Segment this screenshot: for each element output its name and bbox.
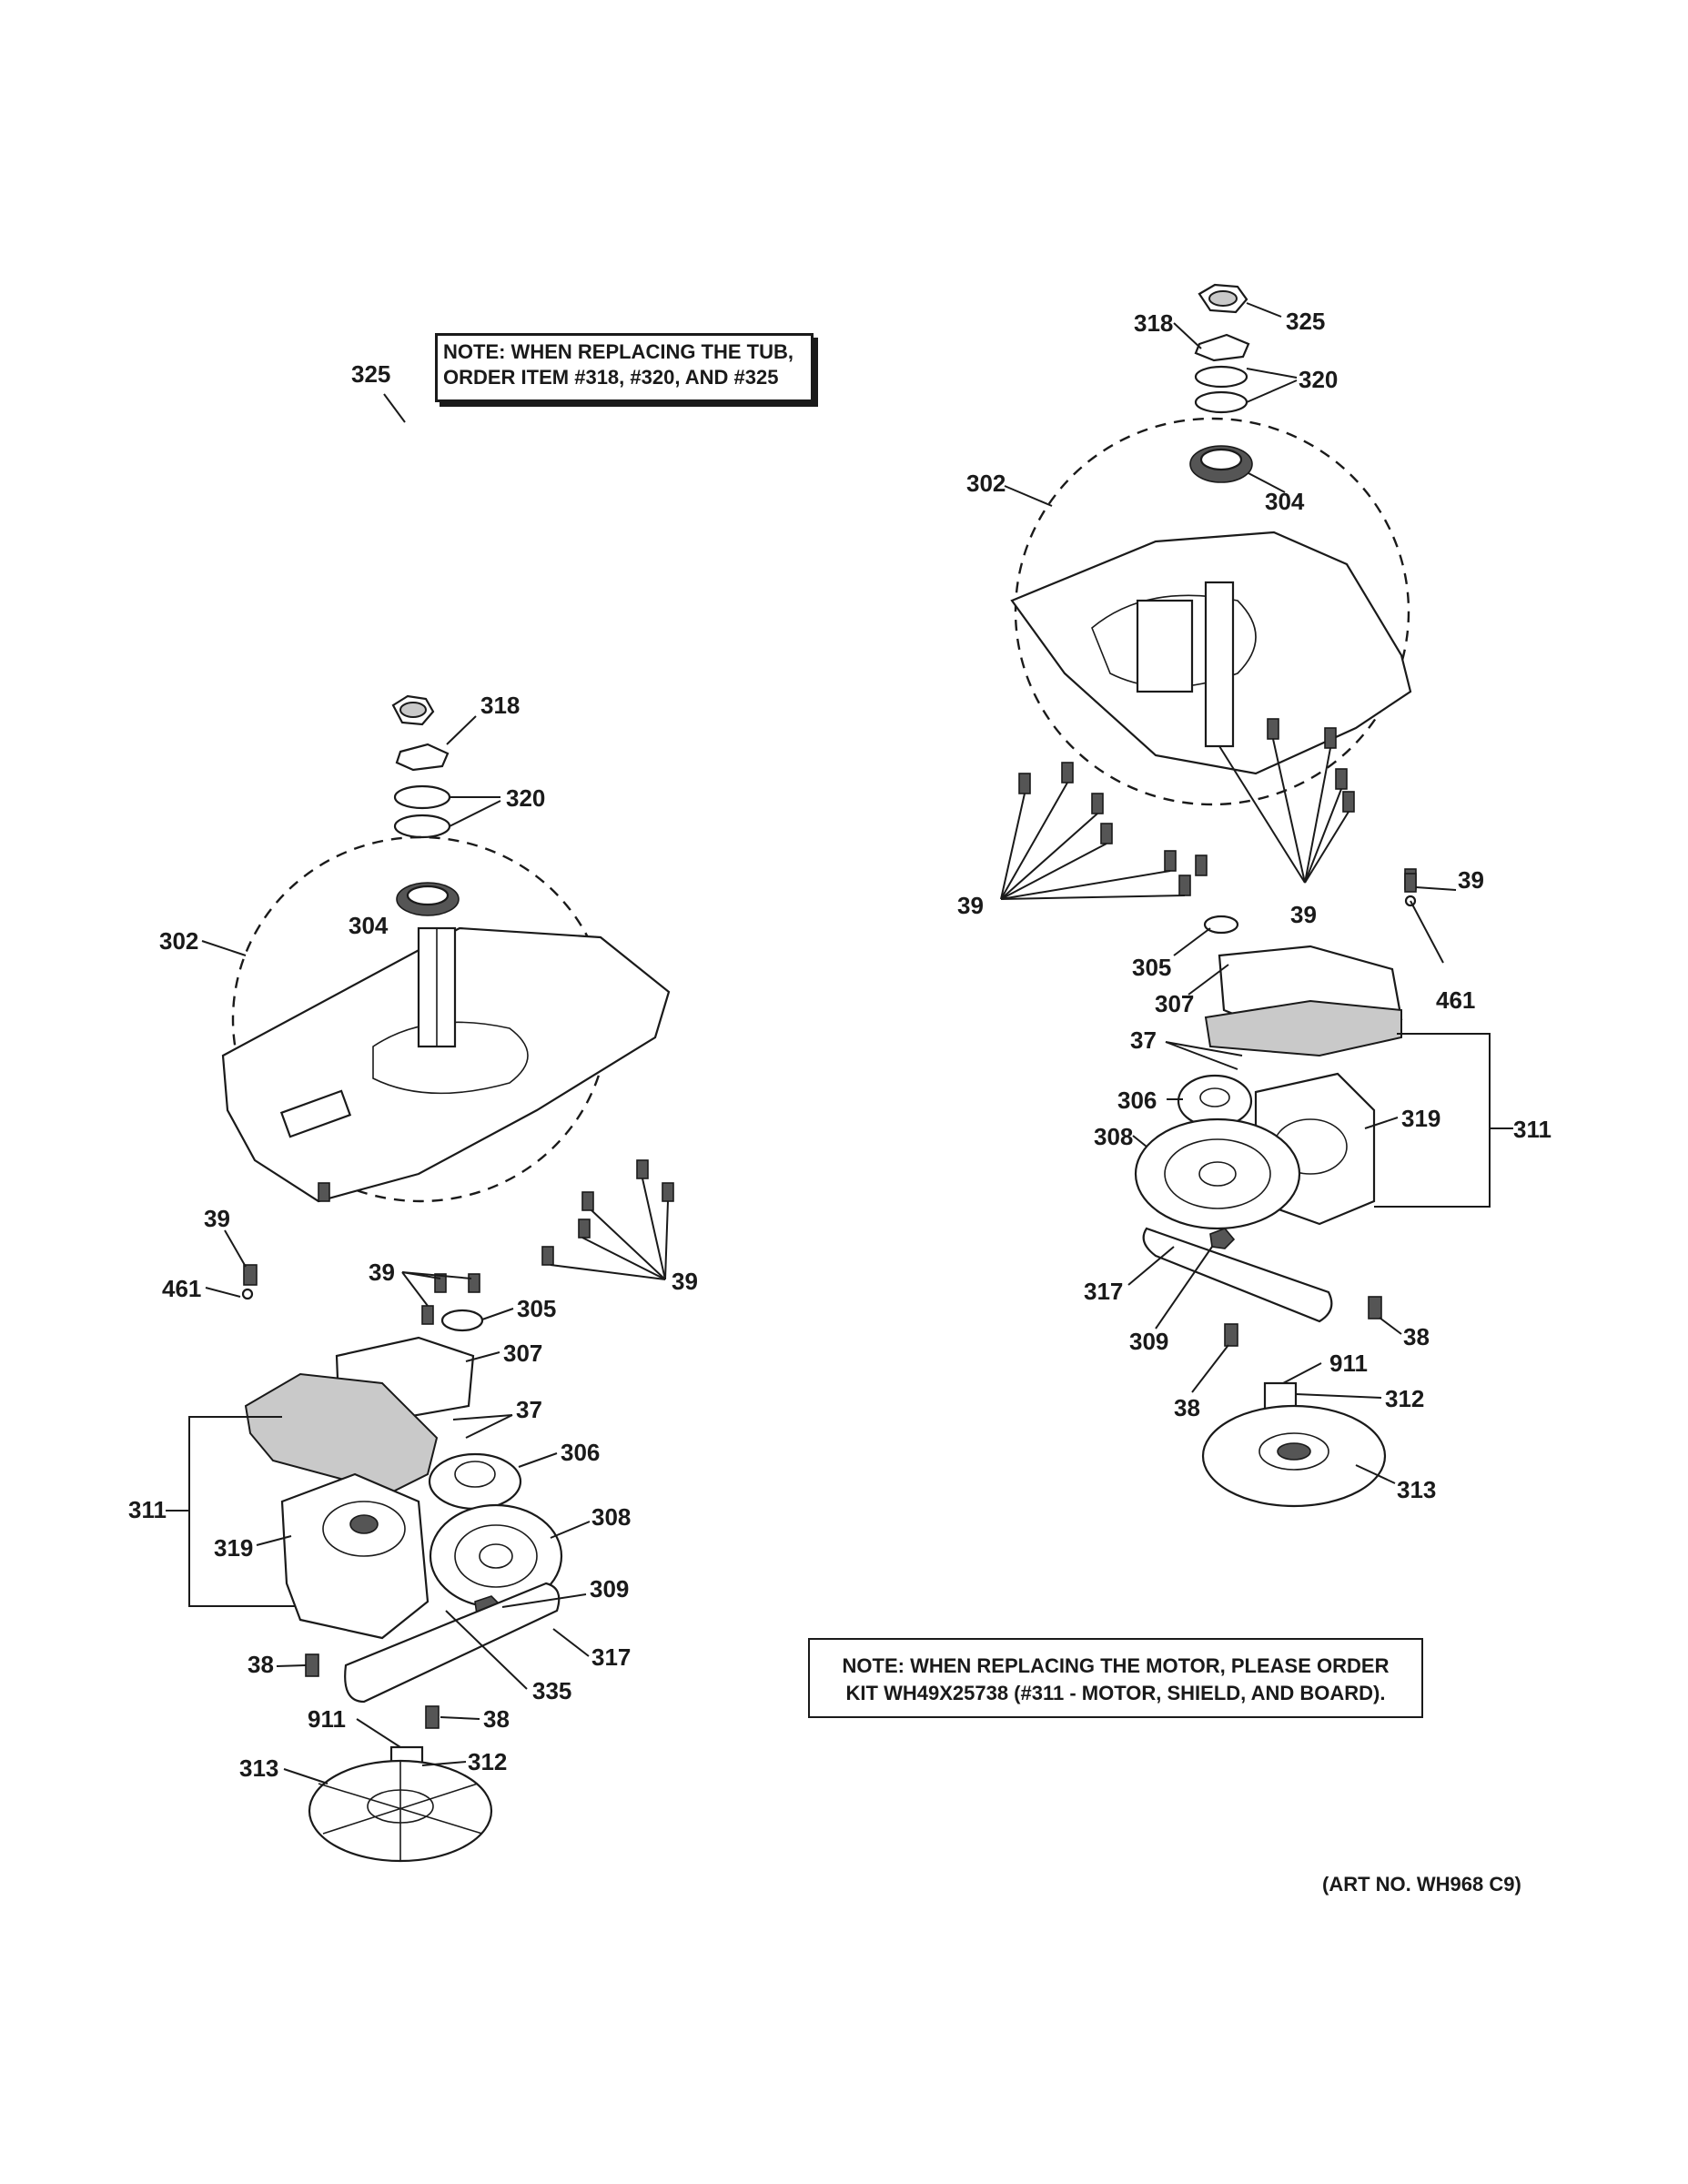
left-callout-320: 320 [506, 784, 545, 812]
right-callout-39: 39 [957, 892, 984, 919]
left-screw-38 [425, 1705, 440, 1729]
left-screw [241, 1264, 258, 1300]
right-callout-304: 304 [1265, 488, 1305, 515]
left-callout-318: 318 [480, 692, 520, 719]
right-callout-308: 308 [1094, 1123, 1133, 1150]
right-part-318-washer [1194, 333, 1250, 362]
right-callout-302: 302 [966, 470, 1006, 497]
right-callout-307: 307 [1155, 990, 1194, 1017]
right-callout-38: 38 [1403, 1323, 1430, 1350]
left-part-305-clip [440, 1309, 484, 1332]
left-part-306-pinion [428, 1452, 522, 1511]
right-callout-320: 320 [1299, 366, 1338, 393]
left-callout-308: 308 [591, 1503, 631, 1531]
right-part-308-pulley [1134, 1117, 1301, 1230]
right-callout-317: 317 [1084, 1278, 1123, 1305]
left-callout-38: 38 [483, 1705, 510, 1733]
left-callout-311: 311 [128, 1496, 167, 1523]
right-callout-311: 311 [1513, 1116, 1552, 1143]
tub-note-line-1: NOTE: WHEN REPLACING THE TUB, [443, 340, 793, 363]
left-callout-37: 37 [516, 1396, 542, 1423]
left-callout-911: 911 [308, 1705, 346, 1733]
right-callout-37: 37 [1130, 1026, 1157, 1054]
left-callout-309: 309 [590, 1575, 629, 1603]
right-part-325-hub-nut [1198, 283, 1248, 314]
left-part-320-ring [393, 814, 451, 839]
left-callout-325: 325 [351, 360, 390, 388]
left-callout-317: 317 [591, 1643, 631, 1671]
right-callout-319: 319 [1401, 1105, 1440, 1132]
left-part-325-hub-nut [391, 694, 435, 726]
left-part-304-bearing [396, 882, 460, 916]
left-callout-305: 305 [517, 1295, 556, 1322]
right-311-bracket [1374, 1033, 1491, 1208]
right-callout-309: 309 [1129, 1328, 1168, 1355]
right-part-320-ring [1194, 365, 1248, 389]
left-callout-319: 319 [214, 1534, 253, 1562]
motor-replacement-note: NOTE: WHEN REPLACING THE MOTOR, PLEASE O… [808, 1638, 1423, 1718]
right-callout-312: 312 [1385, 1385, 1424, 1412]
left-callout-39: 39 [204, 1205, 230, 1232]
left-callout-39: 39 [672, 1268, 698, 1295]
right-callout-38: 38 [1174, 1394, 1200, 1421]
tub-replacement-note: NOTE: WHEN REPLACING THE TUB, ORDER ITEM… [435, 333, 814, 402]
right-screw-461 [1404, 873, 1417, 907]
left-callout-312: 312 [468, 1748, 507, 1775]
right-assembly: 325 318 320 302 304 39 39 39 461 305 307… [957, 283, 1552, 1508]
right-part-313-fan [1201, 1404, 1387, 1508]
left-screw-38 [305, 1653, 319, 1677]
right-callout-305: 305 [1132, 954, 1171, 981]
left-part-317-belt [344, 1582, 561, 1704]
right-callout-325: 325 [1286, 308, 1325, 335]
right-part-320-ring [1194, 390, 1248, 414]
right-screw-38 [1368, 1296, 1382, 1320]
right-part-311-motor-shield [1204, 999, 1402, 1057]
right-part-304-bearing [1189, 445, 1253, 483]
right-callout-318: 318 [1134, 309, 1173, 337]
left-callout-307: 307 [503, 1340, 542, 1367]
motor-note-line-1: NOTE: WHEN REPLACING THE MOTOR, PLEASE O… [842, 1654, 1390, 1677]
right-part-305-clip [1203, 915, 1239, 935]
right-part-309-nut [1209, 1228, 1236, 1249]
left-callout-461: 461 [162, 1275, 201, 1302]
left-callout-38: 38 [248, 1651, 274, 1678]
left-part-320-ring [393, 784, 451, 810]
right-transmission-group-outline [1014, 417, 1410, 806]
left-callout-306: 306 [561, 1439, 600, 1466]
left-callout-313: 313 [239, 1754, 278, 1782]
left-part-302-mounting-plate [221, 926, 671, 1203]
left-part-319-motor [280, 1472, 430, 1640]
left-callout-302: 302 [159, 927, 198, 955]
right-callout-911: 911 [1329, 1350, 1368, 1377]
left-part-313-fan [308, 1759, 493, 1863]
right-screw-38 [1224, 1323, 1238, 1347]
right-callout-313: 313 [1397, 1476, 1436, 1503]
motor-note-line-2: KIT WH49X25738 (#311 - MOTOR, SHIELD, AN… [845, 1682, 1386, 1704]
right-callout-39: 39 [1290, 901, 1317, 928]
left-assembly: 325 318 320 304 302 39 461 39 305 39 307… [128, 360, 698, 1863]
left-callout-304: 304 [349, 912, 389, 939]
left-part-318-washer [395, 743, 450, 772]
art-number: (ART NO. WH968 C9) [1322, 1873, 1521, 1896]
right-part-317-belt [1142, 1227, 1333, 1323]
left-callout-39: 39 [369, 1259, 395, 1286]
tub-note-line-2: ORDER ITEM #318, #320, AND #325 [443, 366, 779, 389]
left-callout-335: 335 [532, 1677, 571, 1704]
right-callout-461: 461 [1436, 986, 1475, 1014]
right-callout-39: 39 [1458, 866, 1484, 894]
right-part-302-mounting-plate [1010, 531, 1412, 775]
right-callout-306: 306 [1117, 1087, 1157, 1114]
left-part-311-motor-shield [244, 1372, 439, 1494]
